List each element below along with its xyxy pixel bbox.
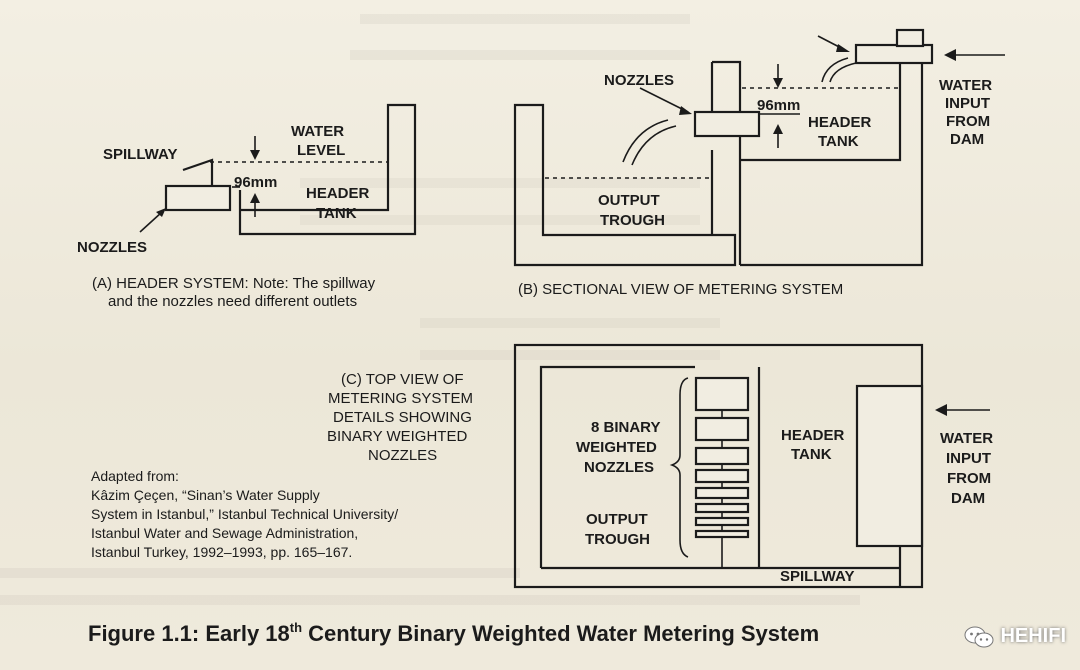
panel-b-trough-label: TROUGH bbox=[600, 212, 665, 229]
panel-a-nozzles-pointer-head bbox=[156, 208, 166, 217]
panel-a-water-label: WATER bbox=[291, 123, 344, 140]
panel-c-nozzle-1 bbox=[694, 376, 750, 412]
panel-a-nozzles-pointer bbox=[139, 211, 163, 233]
panel-a-caption-line1: (A) HEADER SYSTEM: Note: The spillway bbox=[92, 275, 376, 292]
panel-c-nozzle-7 bbox=[694, 516, 750, 527]
panel-c-nozzle-brace bbox=[669, 377, 689, 558]
panel-b-inlet-pipe bbox=[854, 43, 934, 65]
panel-c-output-label: OUTPUT bbox=[586, 511, 648, 528]
panel-c-caption-line4: BINARY WEIGHTED bbox=[327, 428, 467, 445]
panel-a-spillway-label: SPILLWAY bbox=[103, 146, 177, 163]
panel-a-measure-label: 96mm bbox=[234, 174, 277, 191]
bleed-through-texture bbox=[0, 14, 860, 605]
panel-c-nozzle-2 bbox=[694, 416, 750, 442]
panel-b-inlet-cap bbox=[895, 28, 925, 48]
figure-title-superscript: th bbox=[290, 620, 302, 635]
panel-c-input-label: INPUT bbox=[946, 450, 991, 467]
panel-a-level-label: LEVEL bbox=[297, 142, 345, 159]
panel-c-spillway-label: SPILLWAY bbox=[780, 568, 854, 585]
panel-c-caption-line2: METERING SYSTEM bbox=[328, 390, 473, 407]
panel-c-caption-line1: (C) TOP VIEW OF bbox=[341, 371, 464, 388]
watermark-text: HEHIFI bbox=[1000, 625, 1066, 647]
panel-a-spillway-wedge bbox=[182, 158, 214, 189]
panel-b-output-trough-outline bbox=[513, 103, 737, 267]
panel-c-tank-label: TANK bbox=[791, 446, 832, 463]
panel-b-dim-arrowhead-top bbox=[773, 78, 783, 88]
panel-c-nozzle-stack bbox=[694, 367, 761, 568]
panel-c-nozzle-5 bbox=[694, 486, 750, 500]
figure-title: Figure 1.1: Early 18th Century Binary We… bbox=[88, 620, 819, 646]
panel-c-water-label: WATER bbox=[940, 430, 993, 447]
panel-c-binary-label-1: 8 BINARY bbox=[591, 419, 660, 436]
panel-b-nozzles-pointer bbox=[639, 87, 689, 113]
panel-b-nozzles-label: NOZZLES bbox=[604, 72, 674, 89]
panel-b-sectional-view: NOZZLES 96mm HEADER TANK OUTPUT TROUGH W… bbox=[513, 28, 1005, 298]
panel-c-from-label: FROM bbox=[947, 470, 991, 487]
source-line-1: Adapted from: bbox=[91, 468, 179, 484]
panel-a-nozzles-label: NOZZLES bbox=[77, 239, 147, 256]
panel-b-dam-label: DAM bbox=[950, 131, 984, 148]
panel-a-tank-label: TANK bbox=[316, 205, 357, 222]
panel-b-nozzle-block bbox=[693, 110, 761, 138]
panel-b-dim-arrowhead-bottom bbox=[773, 124, 783, 134]
panel-c-dam-label: DAM bbox=[951, 490, 985, 507]
panel-c-top-view: 8 BINARY WEIGHTED NOZZLES OUTPUT TROUGH … bbox=[327, 343, 993, 589]
panel-c-inlet-chamber bbox=[855, 384, 924, 548]
figure-title-rest: Century Binary Weighted Water Metering S… bbox=[302, 621, 819, 646]
panel-b-caption: (B) SECTIONAL VIEW OF METERING SYSTEM bbox=[518, 281, 843, 298]
panel-c-caption-line3: DETAILS SHOWING bbox=[333, 409, 472, 426]
panel-b-tank-label: TANK bbox=[818, 133, 859, 150]
panel-b-nozzles-pointer-head bbox=[679, 106, 692, 115]
panel-c-water-input-arrowhead bbox=[935, 404, 947, 416]
panel-a-header-tank-outline bbox=[238, 103, 417, 236]
panel-c-nozzle-6 bbox=[694, 502, 750, 514]
panel-c-header-label: HEADER bbox=[781, 427, 845, 444]
panel-b-header-tank-outline bbox=[740, 60, 924, 267]
panel-a-header-system: SPILLWAY WATER LEVEL 96mm HEADER TANK NO… bbox=[77, 103, 417, 310]
panel-b-from-label: FROM bbox=[946, 113, 990, 130]
panel-b-header-label: HEADER bbox=[808, 114, 872, 131]
watermark: HEHIFI bbox=[964, 625, 1066, 648]
source-line-2: Kâzim Çeçen, “Sinan’s Water Supply bbox=[91, 487, 320, 503]
source-line-3: System in Istanbul,” Istanbul Technical … bbox=[91, 506, 398, 522]
panel-b-water-jet-1 bbox=[622, 119, 669, 163]
panel-b-inflow-jet-2 bbox=[829, 62, 857, 83]
panel-a-dim-arrowhead-top bbox=[250, 150, 260, 160]
source-line-5: Istanbul Turkey, 1992–1993, pp. 165–167. bbox=[91, 544, 352, 560]
source-line-4: Istanbul Water and Sewage Administration… bbox=[91, 525, 358, 541]
panel-b-water-input-arrowhead bbox=[944, 49, 956, 61]
figure-title-main: Figure 1.1: Early 18 bbox=[88, 621, 290, 646]
panel-b-output-label: OUTPUT bbox=[598, 192, 660, 209]
panel-c-binary-label-2: WEIGHTED bbox=[576, 439, 657, 456]
panel-b-measure-label: 96mm bbox=[757, 97, 800, 114]
panel-a-header-label: HEADER bbox=[306, 185, 370, 202]
panel-c-nozzle-3 bbox=[694, 446, 750, 466]
panel-c-binary-label-3: NOZZLES bbox=[584, 459, 654, 476]
panel-c-trough-label: TROUGH bbox=[585, 531, 650, 548]
panel-c-nozzle-4 bbox=[694, 468, 750, 484]
panel-c-output-trough-wall bbox=[539, 365, 695, 568]
panel-b-divider-wall bbox=[710, 60, 742, 265]
wechat-icon bbox=[964, 626, 994, 647]
panel-c-caption-line5: NOZZLES bbox=[368, 447, 437, 464]
panel-b-inflow-jet-1 bbox=[821, 57, 849, 83]
panel-c-nozzle-8 bbox=[694, 529, 750, 539]
source-note: Adapted from: Kâzim Çeçen, “Sinan’s Wate… bbox=[91, 468, 398, 560]
panel-b-water-jet-2 bbox=[631, 125, 677, 166]
panel-b-input-label: INPUT bbox=[945, 95, 990, 112]
panel-a-nozzle-block bbox=[164, 184, 232, 212]
panel-a-dim-arrowhead-bottom bbox=[250, 193, 260, 203]
panel-b-water-label: WATER bbox=[939, 77, 992, 94]
panel-b-inflow-arrowhead bbox=[836, 44, 850, 52]
panel-a-caption-line2: and the nozzles need different outlets bbox=[108, 293, 357, 310]
